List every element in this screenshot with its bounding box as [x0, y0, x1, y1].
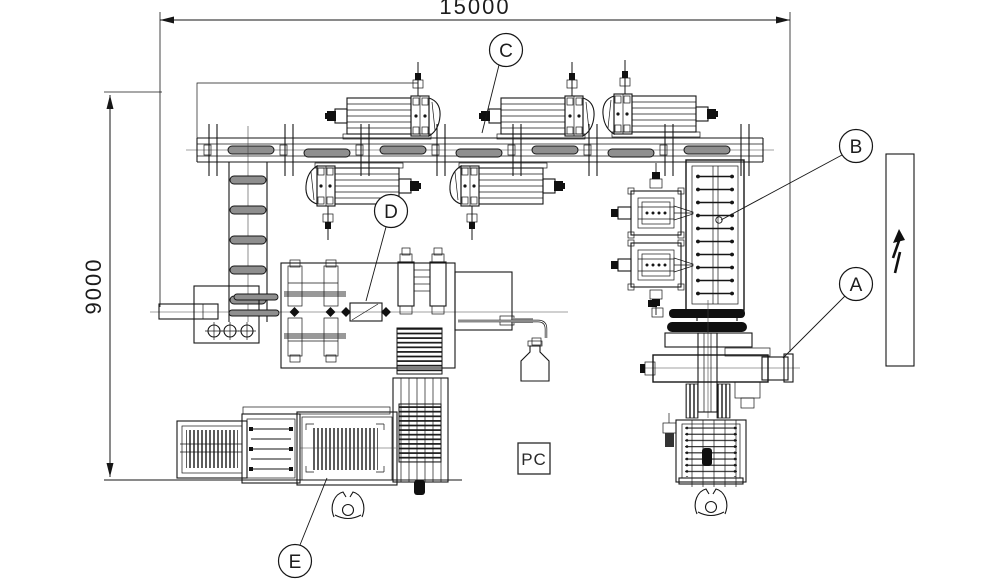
machine-top-1 [324, 61, 441, 140]
roller-field [693, 170, 737, 300]
svg-text:C: C [499, 41, 513, 62]
dimension-height: 9000 [81, 91, 162, 477]
unload-station [150, 285, 568, 344]
outfeed-conveyor [662, 413, 747, 487]
conveyor-rollers [227, 145, 731, 158]
conveyor-frames [203, 124, 750, 176]
svg-text:D: D [384, 202, 398, 223]
callout-a: A [782, 266, 874, 359]
station-a [640, 300, 800, 517]
machine-top-2 [478, 61, 595, 140]
svg-text:E: E [289, 552, 302, 573]
roller-columns [287, 259, 339, 363]
station-d [280, 247, 550, 495]
station-e [176, 406, 398, 520]
operator-e-icon [331, 491, 365, 520]
svg-text:A: A [850, 275, 863, 296]
bottle-positions [205, 322, 256, 340]
callout-c: C [481, 32, 524, 134]
press-cylinders [397, 247, 447, 315]
dimension-height-label: 9000 [81, 258, 106, 315]
station-b [610, 159, 747, 332]
pack-machine-2 [296, 411, 398, 486]
drain-tube [458, 319, 548, 346]
pack-machine-middle [241, 413, 301, 484]
electrical-panel [885, 153, 915, 367]
ladder-conveyor [228, 126, 268, 322]
svg-text:B: B [850, 137, 863, 158]
accumulation-grate [392, 327, 449, 495]
dimension-width: 15000 [159, 0, 791, 352]
pack-machine-1 [176, 420, 248, 479]
collection-bottle [520, 340, 550, 382]
callout-e: E [277, 477, 328, 579]
callout-b: B [715, 128, 874, 224]
operator-a-icon [694, 488, 728, 517]
main-conveyor [186, 82, 774, 176]
drive-cylinder [341, 302, 391, 322]
dimension-width-label: 15000 [439, 0, 510, 19]
callouts: C D B A E [277, 32, 874, 579]
pc-station: PC [517, 442, 551, 475]
machine-top-3 [602, 59, 719, 138]
feeder-machine-1 [610, 162, 694, 239]
callout-d: D [365, 193, 409, 302]
lightning-bolt-icon [891, 229, 905, 274]
machine-bottom-2 [449, 162, 566, 241]
pc-label: PC [521, 450, 547, 469]
